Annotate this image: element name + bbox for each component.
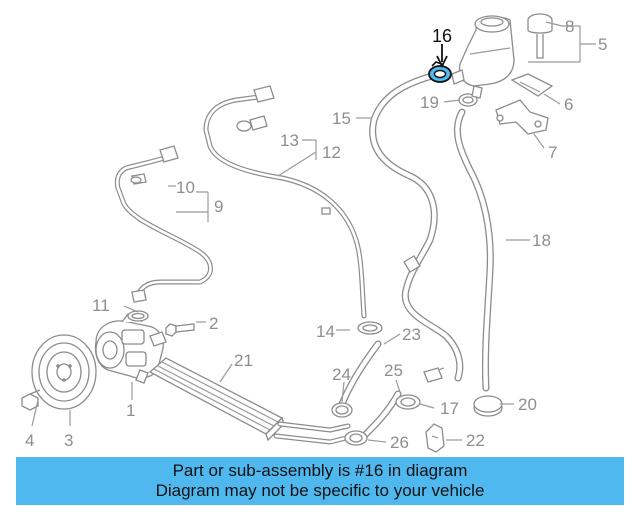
callout-19: 19	[420, 93, 439, 112]
callout-3: 3	[64, 431, 73, 450]
callout-18: 18	[532, 231, 551, 250]
callout-15: 15	[332, 109, 351, 128]
callout-8: 8	[565, 17, 574, 36]
callout-26: 26	[390, 433, 409, 452]
cooler-lines	[273, 421, 357, 445]
callout-22: 22	[466, 431, 485, 450]
callout-2: 2	[209, 314, 218, 333]
callout-6: 6	[564, 95, 573, 114]
pressure-line	[114, 145, 213, 303]
pump-bolt	[165, 323, 195, 337]
callout-23: 23	[402, 325, 421, 344]
callout-10: 10	[176, 178, 195, 197]
reservoir-cap-small	[473, 395, 503, 417]
hose-bracket	[425, 423, 445, 453]
banner-line-2: Diagram may not be specific to your vehi…	[155, 481, 485, 500]
callout-9: 9	[214, 197, 223, 216]
return-line	[203, 85, 367, 319]
reservoir	[451, 15, 515, 99]
callout-21: 21	[234, 351, 253, 370]
callout-14: 14	[316, 322, 335, 341]
callout-7: 7	[548, 143, 557, 162]
suction-hoses	[338, 340, 445, 440]
callout-4: 4	[25, 431, 34, 450]
callout-16: 16	[432, 26, 452, 46]
parts-diagram: 1 2 3 4 5 6 7 8 9 10 11 12 13 14 15 16 1…	[21, 13, 607, 453]
reservoir-cap	[527, 13, 553, 59]
hose-clamps	[331, 93, 478, 446]
callout-13: 13	[280, 131, 299, 150]
pump-pulley	[31, 334, 97, 410]
callout-24: 24	[332, 365, 351, 384]
callout-20: 20	[518, 395, 537, 414]
callout-12: 12	[322, 143, 341, 162]
reservoir-bracket	[510, 73, 554, 97]
callout-numbers: 1 2 3 4 5 6 7 8 9 10 11 12 13 14 15 16 1…	[25, 17, 607, 452]
oil-cooler	[148, 357, 285, 442]
callout-5: 5	[598, 35, 607, 54]
leader-lines	[31, 21, 596, 443]
pump-o-ring	[127, 310, 149, 322]
callout-17: 17	[440, 399, 459, 418]
callout-11: 11	[92, 296, 110, 315]
pulley-bolt	[21, 389, 41, 411]
info-banner: Part or sub-assembly is #16 in diagram D…	[16, 457, 624, 505]
callout-25: 25	[384, 361, 403, 380]
highlighted-clamp-16	[428, 61, 452, 83]
mounting-bracket	[495, 99, 549, 135]
callout-1: 1	[126, 401, 135, 420]
banner-line-1: Part or sub-assembly is #16 in diagram	[172, 461, 468, 480]
reservoir-feed-hose	[369, 72, 464, 382]
reservoir-return-hose	[453, 108, 494, 392]
